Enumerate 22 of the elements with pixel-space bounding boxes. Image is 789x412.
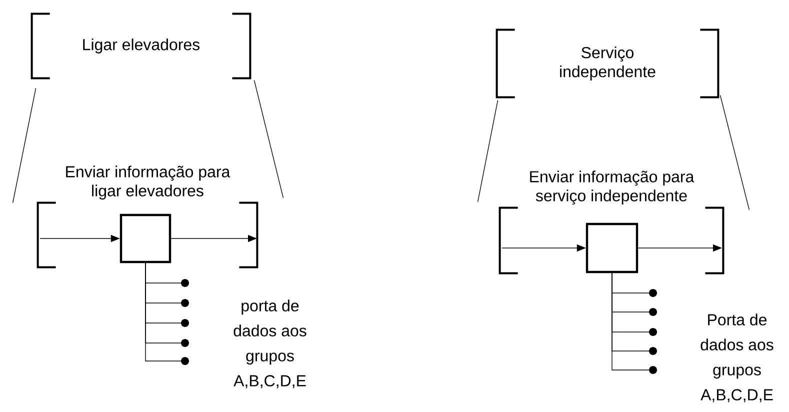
zoom-line [477,100,498,202]
process-box [586,222,638,274]
bracket-box: Enviar informação para ligar elevadores [36,166,258,268]
connector-dot [181,279,189,287]
connector-dot [181,299,189,307]
bracket-box: Ligar elevadores [30,12,252,80]
connector-dot [181,357,189,365]
connector-dot [181,339,189,347]
process-box [120,214,172,264]
zoom-line [720,94,750,210]
port-label: Porta de dados aos grupos A,B,C,D,E [700,314,774,402]
zoom-line [12,88,36,204]
connector-dot [649,366,657,374]
bracket-box: Serviço independente [496,28,720,98]
port-label: porta de dados aos grupos A,B,C,D,E [234,300,306,388]
connector-dot [649,347,657,355]
connector-dot [181,319,189,327]
connector-dot [649,308,657,316]
bracket-box: Enviar informação para serviço independente [498,170,724,274]
connector-dot [649,328,657,336]
zoom-line [254,80,284,198]
connector-dot [649,289,657,297]
